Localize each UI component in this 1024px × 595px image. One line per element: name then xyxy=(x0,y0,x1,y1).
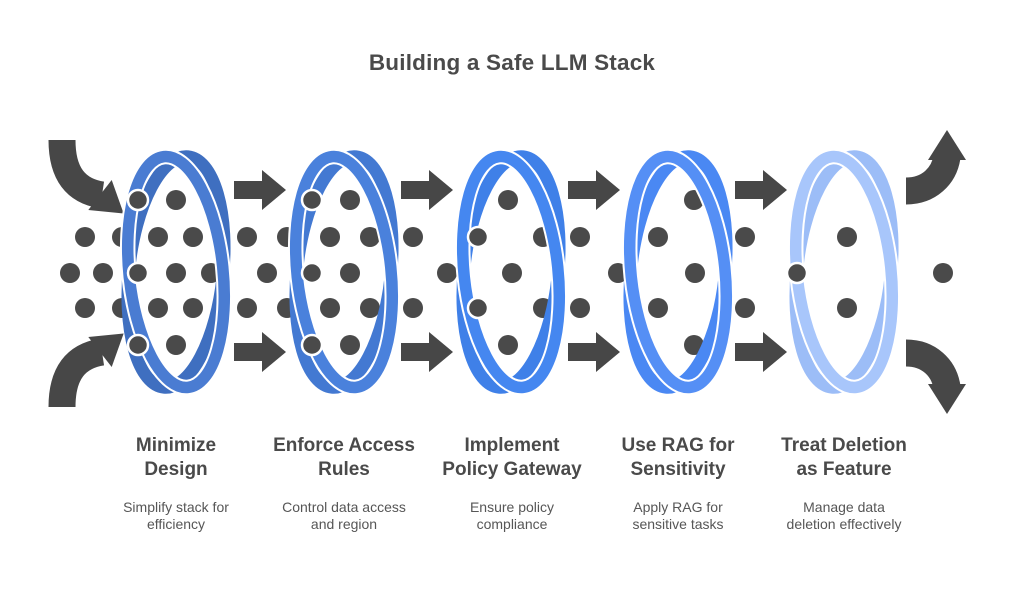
data-dot xyxy=(570,298,590,318)
flow-arrow-icon xyxy=(568,170,620,210)
data-dot-outlined xyxy=(785,261,809,285)
data-dot xyxy=(148,298,168,318)
data-dot xyxy=(183,298,203,318)
data-dot xyxy=(498,190,518,210)
data-dot-outlined xyxy=(300,333,324,357)
data-dot xyxy=(648,227,668,247)
data-dot xyxy=(75,227,95,247)
data-dot xyxy=(340,263,360,283)
flow-arrow-icon xyxy=(401,332,453,372)
data-dot-outlined xyxy=(300,261,324,285)
data-dot xyxy=(148,227,168,247)
filter-ring xyxy=(454,148,568,396)
data-dot xyxy=(735,298,755,318)
data-dot xyxy=(648,298,668,318)
data-dot xyxy=(360,298,380,318)
data-dot xyxy=(933,263,953,283)
data-dot xyxy=(360,227,380,247)
data-dot xyxy=(684,335,704,355)
flow-arrow-icon xyxy=(234,170,286,210)
data-dot xyxy=(166,263,186,283)
data-dot-outlined xyxy=(466,225,490,249)
data-dot xyxy=(237,227,257,247)
outflow-top-right-arrow-icon xyxy=(904,130,966,205)
data-dot xyxy=(570,227,590,247)
data-dot xyxy=(403,227,423,247)
data-dot xyxy=(166,335,186,355)
data-dot-outlined xyxy=(126,333,150,357)
flow-arrow-icon xyxy=(401,170,453,210)
data-dot xyxy=(685,263,705,283)
data-dot xyxy=(237,298,257,318)
data-dot xyxy=(320,298,340,318)
data-dot xyxy=(183,227,203,247)
data-dot xyxy=(60,263,80,283)
data-dot xyxy=(498,335,518,355)
data-dot xyxy=(340,335,360,355)
page-title: Building a Safe LLM Stack xyxy=(368,50,656,75)
filter-ring xyxy=(287,148,401,396)
flow-arrow-icon xyxy=(234,332,286,372)
data-dot xyxy=(340,190,360,210)
data-dot xyxy=(166,190,186,210)
data-dot xyxy=(735,227,755,247)
data-dot xyxy=(837,298,857,318)
data-dot-outlined xyxy=(300,188,324,212)
outflow-bottom-right-arrow-icon xyxy=(904,339,966,414)
data-dot xyxy=(502,263,522,283)
data-dot xyxy=(403,298,423,318)
data-dot-outlined xyxy=(466,296,490,320)
flow-arrow-icon xyxy=(735,170,787,210)
data-dot xyxy=(437,263,457,283)
inflow-top-left-arrow-icon xyxy=(48,139,124,214)
data-dot-outlined xyxy=(126,261,150,285)
data-dot xyxy=(320,227,340,247)
data-dot-outlined xyxy=(126,188,150,212)
filter-ring xyxy=(621,148,735,396)
data-dot xyxy=(257,263,277,283)
inflow-bottom-left-arrow-icon xyxy=(48,333,124,408)
data-dot xyxy=(75,298,95,318)
data-dot xyxy=(837,227,857,247)
flow-arrow-icon xyxy=(735,332,787,372)
flow-arrow-icon xyxy=(568,332,620,372)
data-dot xyxy=(93,263,113,283)
